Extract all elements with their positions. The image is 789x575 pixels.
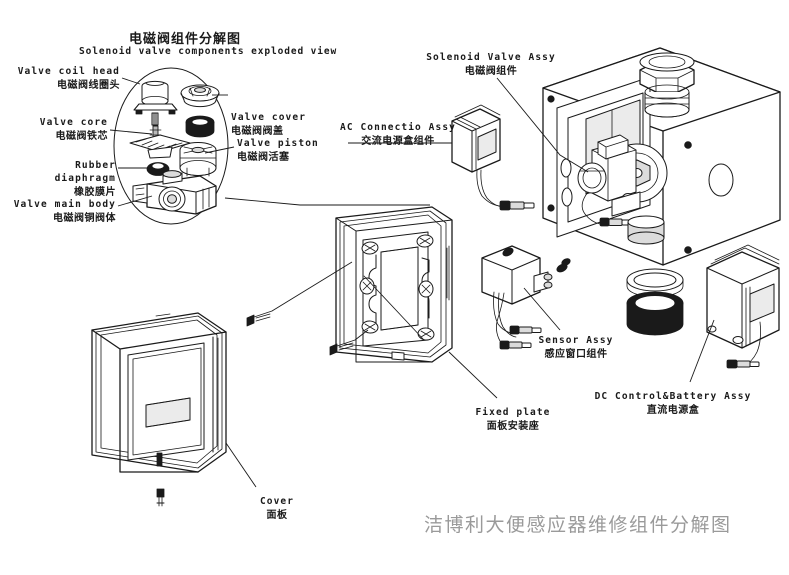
callout-valve-cover-cn: 电磁阀阀盖 bbox=[231, 125, 284, 137]
callout-valve-main-body-cn: 电磁阀铜阀体 bbox=[53, 212, 116, 224]
callout-valve-cover-en: Valve cover bbox=[231, 112, 307, 123]
internal-solenoid-valve bbox=[577, 134, 668, 217]
box-screw-tr bbox=[684, 141, 692, 149]
leader-valve-coil-head bbox=[121, 77, 141, 85]
callout-valve-coil-head: Valve coil head 电磁阀线圈头 bbox=[0, 66, 120, 92]
box-screw-tl bbox=[547, 95, 555, 103]
main-valve-box-assembly bbox=[542, 47, 781, 336]
callout-valve-core-cn: 电磁阀铁芯 bbox=[55, 130, 108, 142]
part-valve-cover bbox=[180, 84, 220, 108]
sensor-assembly bbox=[481, 245, 571, 350]
box-side-knockout-2 bbox=[561, 187, 573, 207]
callout-ac-connection-assy-cn: 交流电源盒组件 bbox=[361, 135, 435, 147]
dc-control-battery-box bbox=[706, 244, 780, 369]
leader-valve-main-body bbox=[117, 195, 153, 207]
callout-sensor-assy-en: Sensor Assy bbox=[538, 335, 614, 346]
callout-valve-piston-cn: 电磁阀活塞 bbox=[237, 151, 290, 163]
callout-fixed-plate: Fixed plate 面板安装座 bbox=[458, 407, 568, 433]
callout-sensor-assy-cn: 感应窗口组件 bbox=[544, 348, 608, 360]
fixed-plate bbox=[335, 206, 453, 363]
leader-cover bbox=[225, 442, 257, 488]
box-side-knockout-1 bbox=[560, 158, 572, 178]
cover-panel bbox=[91, 312, 227, 473]
dc-cable-connector bbox=[726, 359, 760, 369]
callout-valve-cover: Valve cover 电磁阀阀盖 bbox=[231, 112, 361, 138]
ac-wire-connector bbox=[499, 200, 535, 211]
leader-valve-piston bbox=[204, 146, 235, 154]
solenoid-exploded-parts bbox=[129, 80, 220, 215]
callout-cover-cn: 面板 bbox=[266, 509, 288, 521]
callout-ac-connection-assy-en: AC Connectio Assy bbox=[340, 122, 456, 133]
callout-rubber-diaphragm-cn: 橡胶膜片 bbox=[74, 186, 116, 198]
callout-rubber-diaphragm: Rubber diaphragm 橡胶膜片 bbox=[0, 160, 116, 199]
cover-bottom-screw bbox=[156, 488, 165, 507]
screw-upper bbox=[246, 310, 273, 327]
sensor-connector-2 bbox=[499, 340, 532, 350]
part-seal-ring bbox=[185, 115, 215, 138]
callout-valve-coil-head-en: Valve coil head bbox=[17, 66, 120, 77]
callout-cover-en: Cover bbox=[259, 496, 295, 507]
part-valve-piston bbox=[179, 142, 217, 177]
callout-dc-control-battery-assy: DC Control&Battery Assy 直流电源盒 bbox=[589, 391, 757, 417]
callout-valve-piston-en: Valve piston bbox=[237, 138, 319, 149]
box-screw-bl bbox=[547, 204, 555, 212]
top-hex-cap bbox=[639, 52, 695, 118]
callout-rubber-diaphragm-en-line1: Rubber bbox=[75, 160, 116, 171]
detail-leader-lines bbox=[109, 77, 235, 207]
callout-solenoid-valve-assy-en: Solenoid Valve Assy bbox=[426, 52, 556, 63]
callout-fixed-plate-cn: 面板安装座 bbox=[486, 420, 540, 432]
callout-ac-connection-assy: AC Connectio Assy 交流电源盒组件 bbox=[338, 122, 458, 148]
callout-solenoid-valve-assy: Solenoid Valve Assy 电磁阀组件 bbox=[406, 52, 576, 78]
box-knockout-hole bbox=[708, 163, 734, 197]
part-valve-main-body bbox=[132, 170, 217, 215]
callout-cover: Cover 面板 bbox=[233, 496, 321, 522]
callout-rubber-diaphragm-en-line2: diaphragm bbox=[54, 172, 116, 184]
callout-valve-core: Valve core 电磁阀铁芯 bbox=[0, 117, 108, 143]
callout-sensor-assy: Sensor Assy 感应窗口组件 bbox=[521, 335, 631, 361]
callout-fixed-plate-en: Fixed plate bbox=[475, 407, 551, 418]
internal-wire bbox=[581, 191, 601, 225]
callout-dc-control-battery-assy-cn: 直流电源盒 bbox=[646, 404, 700, 416]
solenoid-detail-callout-oval bbox=[113, 67, 229, 225]
ac-connection-box bbox=[451, 104, 535, 211]
callout-valve-main-body: Valve main body 电磁阀铜阀体 bbox=[0, 199, 116, 225]
threaded-nut bbox=[626, 291, 684, 336]
callout-valve-piston: Valve piston 电磁阀活塞 bbox=[237, 138, 367, 164]
detail-panel-title-cn: 电磁阀组件分解图 bbox=[129, 32, 242, 47]
assembly-screws bbox=[246, 261, 369, 356]
leader-solenoid-valve-assy bbox=[496, 77, 589, 173]
part-mounting-plate bbox=[129, 134, 191, 159]
detail-panel-title-en: Solenoid valve components exploded view bbox=[79, 46, 338, 57]
outlet-spud-assembly bbox=[626, 215, 684, 336]
leader-detail-to-valve bbox=[224, 197, 430, 206]
leader-sensor-assy bbox=[523, 287, 561, 331]
sensor-connector-1 bbox=[509, 325, 542, 335]
box-screw-br bbox=[684, 246, 692, 254]
callout-valve-coil-head-cn: 电磁阀线圈头 bbox=[57, 79, 120, 91]
callout-valve-core-en: Valve core bbox=[39, 117, 108, 128]
footer-title: 洁博利大便感应器维修组件分解图 bbox=[424, 514, 732, 536]
leader-valve-core bbox=[109, 129, 153, 135]
part-valve-coil-head bbox=[133, 80, 178, 126]
callout-dc-control-battery-assy-en: DC Control&Battery Assy bbox=[594, 391, 752, 402]
callout-solenoid-valve-assy-cn: 电磁阀组件 bbox=[464, 65, 518, 77]
leader-fixed-plate bbox=[448, 351, 498, 399]
screw-lower bbox=[329, 339, 356, 356]
sensor-screws bbox=[502, 247, 571, 273]
callout-valve-main-body-en: Valve main body bbox=[13, 199, 116, 210]
leader-dc-control-assy bbox=[689, 319, 715, 383]
